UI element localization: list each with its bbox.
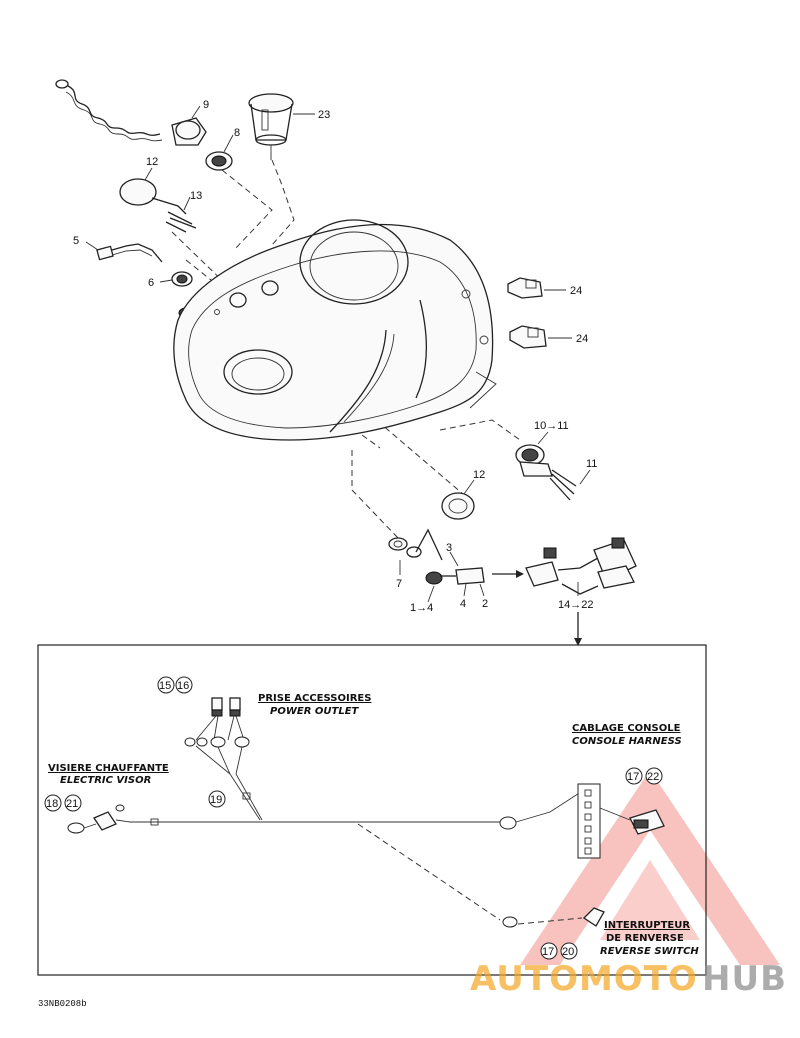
callout-10-11: 10→11 <box>534 420 569 432</box>
watermark-text-automoto: AUTOMOTO <box>470 959 698 999</box>
wiring-schematic-frame <box>37 644 707 976</box>
ignition-switch-10 <box>515 444 577 501</box>
nut-part-8 <box>205 151 233 171</box>
circle-19 <box>208 790 226 808</box>
ring-nut-12 <box>441 492 475 520</box>
circle-label-17-top: 17 <box>627 771 639 783</box>
washers-7 <box>388 537 422 558</box>
reverse-switch-assembly <box>415 528 485 585</box>
wiring-schematic: 15 16 PRISE ACCESSOIRES POWER OUTLET 19 … <box>44 676 699 960</box>
power-outlet-socket <box>248 93 294 160</box>
visor-connector <box>93 811 117 831</box>
tether-cord <box>55 79 163 142</box>
callout-8: 8 <box>234 127 240 139</box>
console-harness-block <box>577 783 601 859</box>
figure-code: 33NB0208b <box>38 999 87 1009</box>
outlet-terminal-right <box>229 697 241 711</box>
callout-3: 3 <box>446 542 452 554</box>
circle-20 <box>560 942 578 960</box>
circle-18 <box>44 794 62 812</box>
callout-12-bottom: 12 <box>473 469 485 481</box>
circle-17-top <box>625 767 643 785</box>
circle-21 <box>64 794 82 812</box>
circle-17-bottom <box>540 942 558 960</box>
clip-24-upper <box>507 277 543 299</box>
callout-11: 11 <box>586 458 597 470</box>
circle-label-16: 16 <box>177 680 189 692</box>
reverse-switch-subtitle: REVERSE SWITCH <box>600 946 699 957</box>
callout-5: 5 <box>73 235 79 247</box>
indicator-cap-12 <box>119 178 187 215</box>
electric-visor-subtitle: ELECTRIC VISOR <box>60 775 151 786</box>
callout-1-4: 1→4 <box>410 602 433 614</box>
reverse-switch-title: INTERRUPTEUR <box>604 920 690 931</box>
circle-label-19: 19 <box>210 794 222 806</box>
circle-16 <box>175 676 193 694</box>
callout-2: 2 <box>482 598 488 610</box>
arrow-down-icon <box>574 638 582 646</box>
callout-24-lower: 24 <box>576 333 588 345</box>
reverse-switch-title2: DE RENVERSE <box>606 933 684 944</box>
callout-23: 23 <box>318 109 330 121</box>
callout-14-22: 14→22 <box>558 599 593 611</box>
reverse-switch-connector <box>582 907 605 927</box>
console-harness-subtitle: CONSOLE HARNESS <box>572 736 682 747</box>
circle-label-22: 22 <box>647 771 659 783</box>
circle-label-18: 18 <box>46 798 58 810</box>
circle-label-17-bottom: 17 <box>542 946 554 958</box>
harness-connectors-14 <box>525 537 637 595</box>
outlet-terminal-left <box>211 697 223 711</box>
circle-22 <box>645 767 663 785</box>
circle-label-21: 21 <box>66 798 78 810</box>
clip-24-lower <box>509 325 547 349</box>
console-housing <box>173 219 497 441</box>
connector-lead-5 <box>96 243 163 263</box>
circle-15 <box>157 676 175 694</box>
power-outlet-subtitle: POWER OUTLET <box>270 706 360 717</box>
callout-6: 6 <box>148 277 154 289</box>
callout-24-upper: 24 <box>570 285 582 297</box>
wire-leads-13 <box>165 211 197 233</box>
console-harness-title: CABLAGE CONSOLE <box>572 723 681 734</box>
exploded-view: 9 8 23 12 13 <box>55 79 637 646</box>
electric-visor-title: VISIERE CHAUFFANTE <box>48 763 169 774</box>
power-outlet-title: PRISE ACCESSOIRES <box>258 693 371 704</box>
watermark-text-hub: HUB <box>702 959 787 999</box>
callout-12-top: 12 <box>146 156 158 168</box>
callout-13: 13 <box>190 190 202 202</box>
callout-7: 7 <box>396 578 402 590</box>
callout-9: 9 <box>203 99 209 111</box>
callout-4: 4 <box>460 598 466 610</box>
circle-label-20: 20 <box>562 946 574 958</box>
arrow-icon <box>516 570 524 578</box>
circle-label-15: 15 <box>159 680 171 692</box>
safety-lanyard-cap <box>171 117 207 146</box>
